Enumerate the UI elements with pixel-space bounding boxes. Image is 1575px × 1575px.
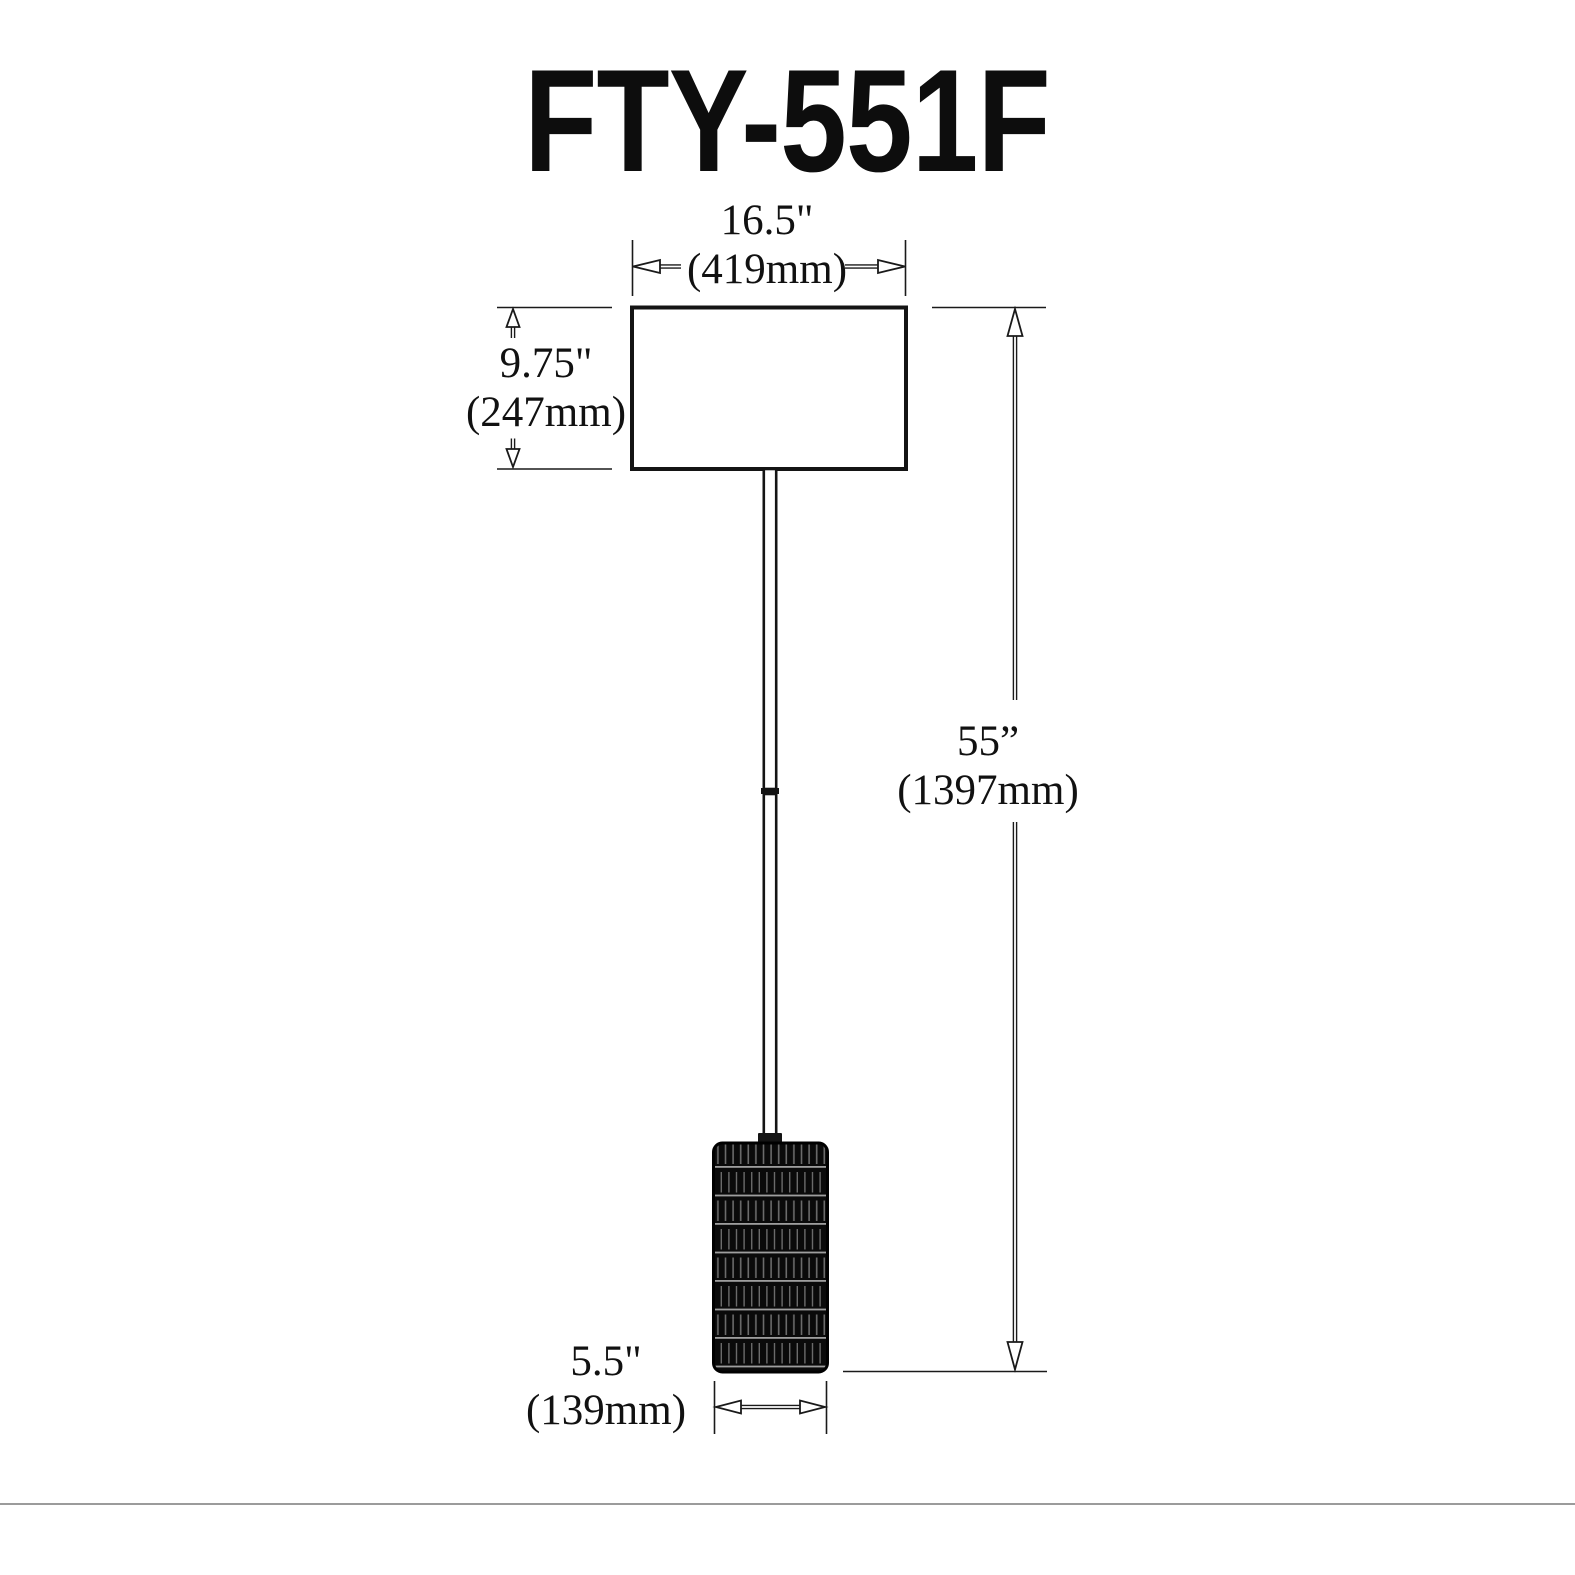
dim-shade-width [631,240,907,296]
pole-lower-segment [762,792,778,1142]
arrowhead-right-icon [799,1399,829,1415]
arrowhead-up-icon [505,306,521,328]
dim-shade-height [497,306,612,470]
shade-height-metric: (247mm) [465,389,627,436]
pole-joint [761,788,779,794]
dim-overall-height [843,305,1047,1373]
dim-base-width [712,1381,829,1434]
base-width-inches: 5.5" [570,1338,642,1385]
arrowhead-up-icon [1006,305,1024,337]
shade-height-label: 9.75" (247mm) [466,339,626,437]
lamp-shade-outline [630,305,908,471]
overall-height-inches: 55” [956,718,1020,765]
lamp-pole [762,467,778,1142]
overall-height-label: 55” (1397mm) [897,717,1079,815]
pole-collar [758,1133,782,1143]
arrowhead-down-icon [505,448,521,470]
arrowhead-right-icon [877,258,906,275]
shade-width-inches: 16.5" [720,197,814,244]
shade-height-inches: 9.75" [499,340,593,387]
dim-shaft [660,264,878,269]
lamp-base [712,1141,829,1374]
dim-shaft [741,1404,800,1410]
footer-divider [0,1503,1575,1505]
pole-upper-segment [762,467,778,791]
shade-width-label: 16.5" (419mm) [687,196,847,294]
base-width-metric: (139mm) [525,1387,687,1434]
overall-height-metric: (1397mm) [897,767,1079,814]
arrowhead-left-icon [712,1399,742,1415]
arrowhead-down-icon [1006,1341,1024,1373]
arrowhead-left-icon [632,258,661,275]
dim-shaft [510,327,516,449]
shade-width-metric: (419mm) [686,246,848,293]
base-width-label: 5.5" (139mm) [526,1337,686,1435]
dim-shaft [1012,336,1018,1342]
product-model-title: FTY-551F [524,39,1051,202]
